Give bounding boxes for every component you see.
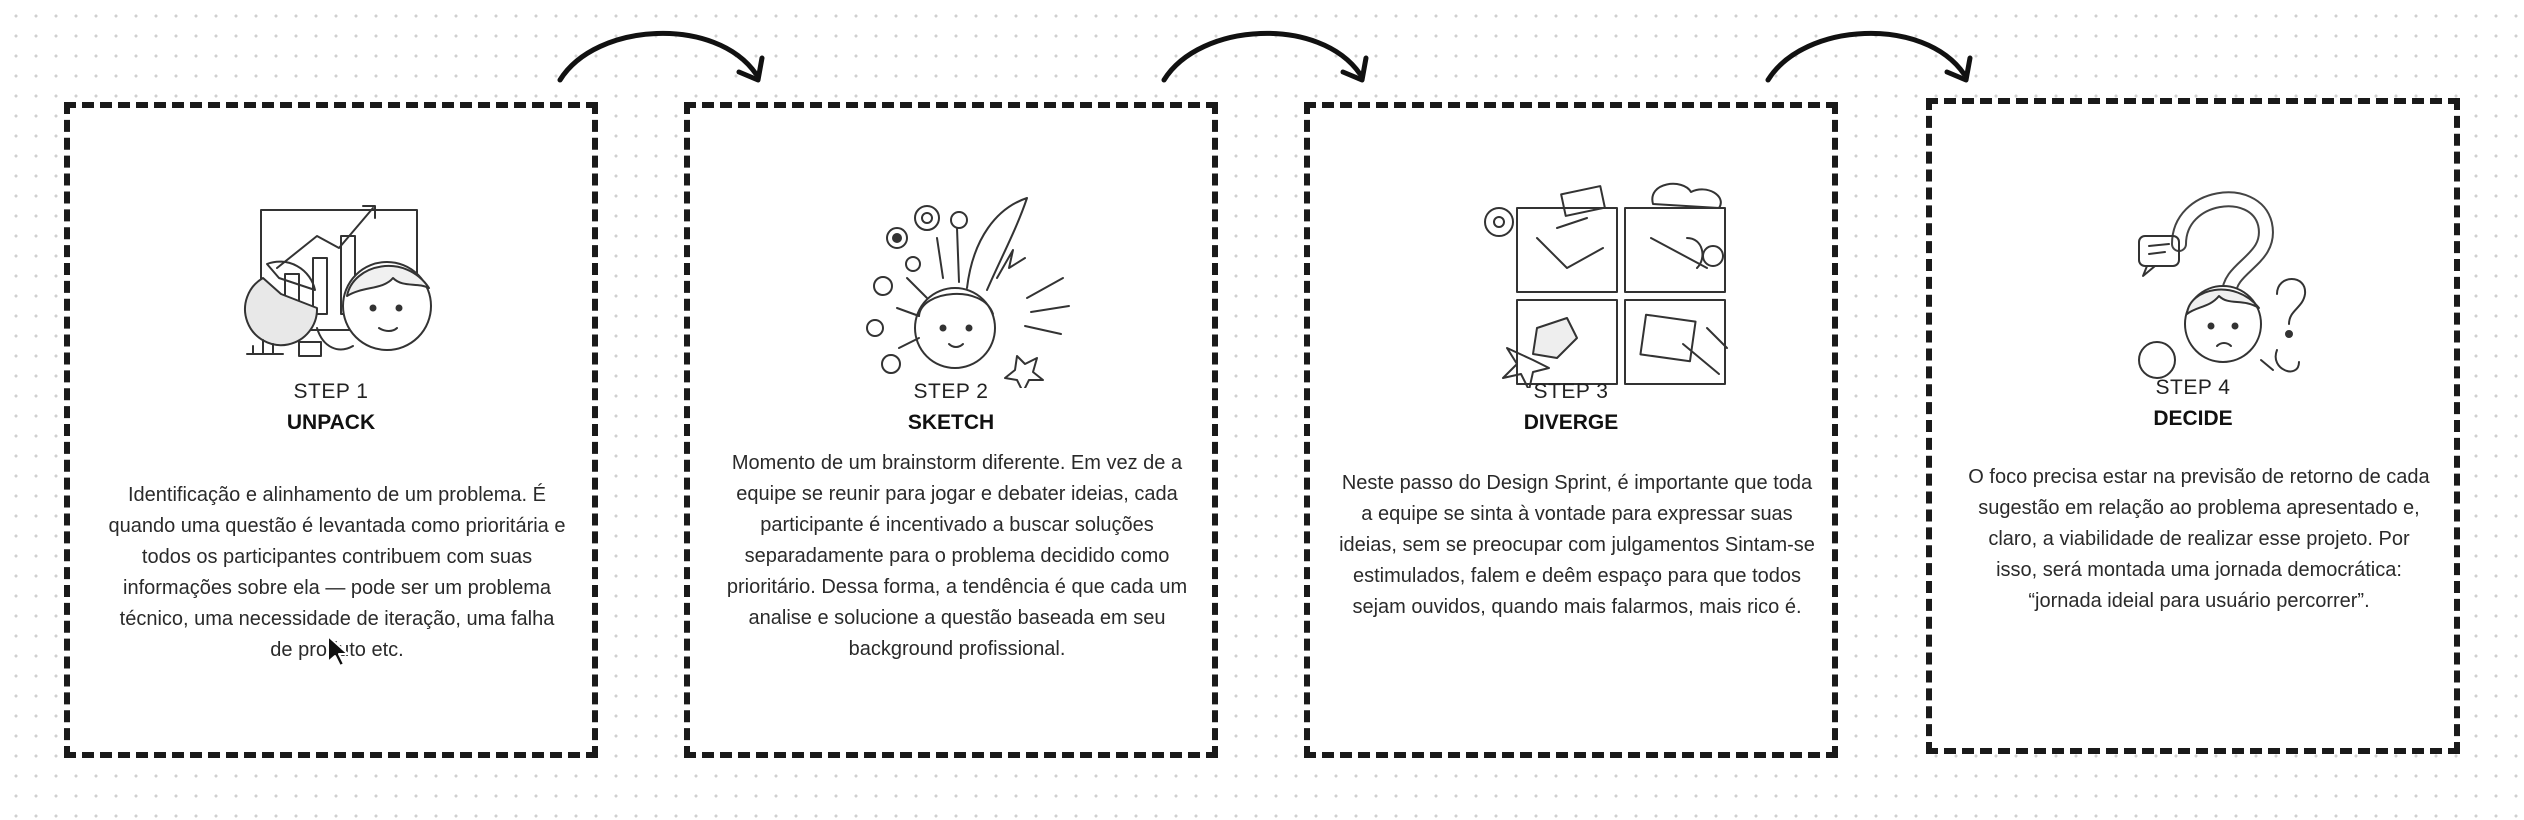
collaboration-grid-illustration (1484, 183, 1728, 388)
step-title: UNPACK (286, 411, 376, 434)
step-card-decide[interactable]: STEP 4 DECIDE O foco precisa estar na pr… (1926, 98, 2460, 754)
step-label: STEP 2 (913, 380, 989, 403)
question-mark-person-illustration (2138, 191, 2307, 379)
step-card-diverge[interactable]: STEP 3 DIVERGE Neste passo do Design Spr… (1304, 102, 1838, 758)
step-label: STEP 4 (2155, 376, 2231, 399)
curved-arrow-icon (1161, 30, 1369, 83)
step-description: Identificação e alinhamento de um proble… (108, 484, 566, 661)
step-card-sketch[interactable]: STEP 2 SKETCH Momento de um brainstorm d… (684, 102, 1218, 758)
step-description: O foco precisa estar na previsão de reto… (1968, 466, 2430, 612)
step-title: DIVERGE (1523, 411, 1619, 434)
step-label: STEP 3 (1533, 380, 1609, 403)
step-label: STEP 1 (293, 380, 369, 403)
step-description: Neste passo do Design Sprint, é importan… (1339, 472, 1815, 618)
chart-person-illustration (244, 205, 432, 357)
mouse-pointer-icon (327, 635, 349, 667)
curved-arrow-icon (1765, 30, 1973, 83)
step-description: Momento de um brainstorm diferente. Em v… (726, 452, 1188, 660)
step-title: DECIDE (2153, 407, 2233, 430)
flowers-head-illustration (866, 197, 1070, 388)
curved-arrow-icon (557, 30, 765, 83)
step-title: SKETCH (907, 411, 995, 434)
